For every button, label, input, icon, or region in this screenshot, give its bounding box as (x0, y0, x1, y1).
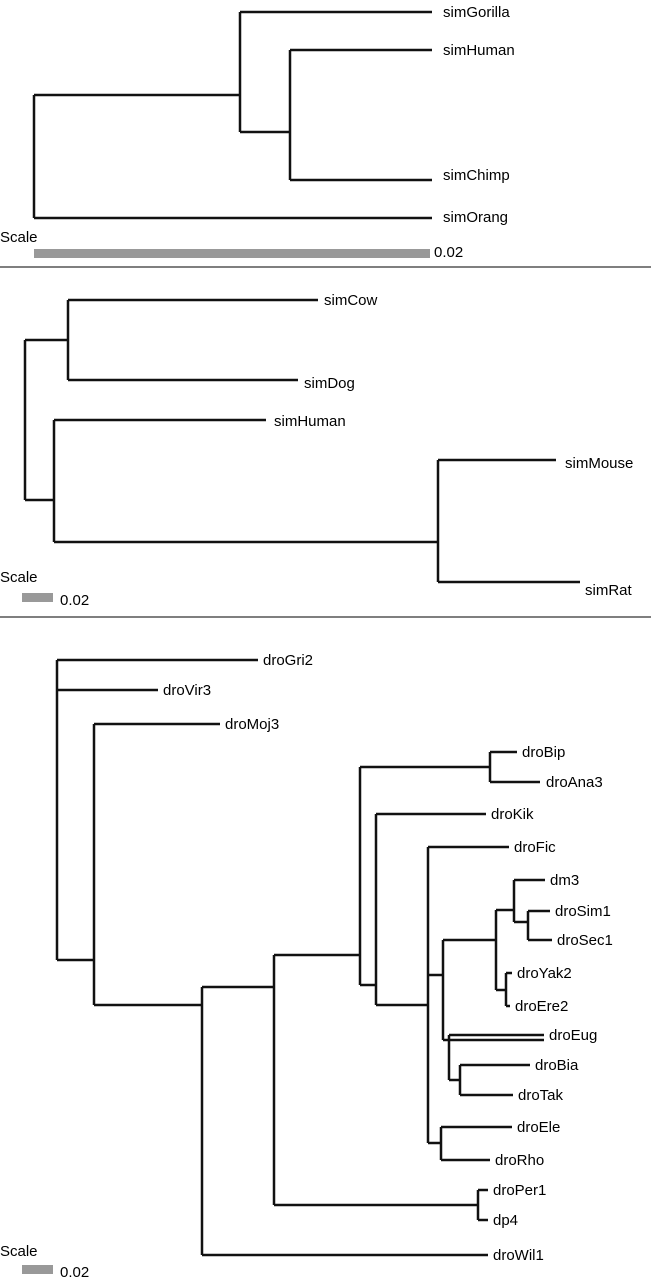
tree-panel-3: droGri2 droVir3 droMoj3 droBip droAna3 d… (0, 652, 613, 1280)
tree-edges (55, 658, 552, 1257)
leaf-label: simOrang (443, 209, 508, 226)
leaf-label: droVir3 (163, 682, 211, 699)
leaf-label: droSec1 (557, 932, 613, 949)
leaf-label: droAna3 (546, 774, 603, 791)
leaf-label: droRho (495, 1152, 544, 1169)
scale-bar (34, 249, 430, 258)
leaf-label: simGorilla (443, 4, 510, 21)
leaf-label: simDog (304, 375, 355, 392)
scale-label: Scale (0, 569, 38, 586)
leaf-label: droGri2 (263, 652, 313, 669)
leaf-label: droPer1 (493, 1182, 546, 1199)
leaf-label: droYak2 (517, 965, 572, 982)
scale-value: 0.02 (434, 244, 463, 261)
leaf-label: simRat (585, 582, 633, 599)
scale-label: Scale (0, 229, 38, 246)
scale-bar (22, 593, 53, 602)
leaf-label: dm3 (550, 872, 579, 889)
leaf-label: simCow (324, 292, 378, 309)
tree-edges (23, 298, 580, 584)
leaf-label: droEug (549, 1027, 597, 1044)
leaf-label: droEle (517, 1119, 560, 1136)
leaf-label: droWil1 (493, 1247, 544, 1264)
scale-value: 0.02 (60, 1264, 89, 1280)
leaf-label: dp4 (493, 1212, 518, 1229)
scale-label: Scale (0, 1243, 38, 1260)
leaf-label: simHuman (274, 413, 346, 430)
leaf-label: droEre2 (515, 998, 568, 1015)
leaf-label: droTak (518, 1087, 564, 1104)
leaf-label: simMouse (565, 455, 633, 472)
leaf-label: droSim1 (555, 903, 611, 920)
leaf-label: simHuman (443, 42, 515, 59)
tree-panel-2: simCow simDog simHuman simMouse simRat S… (0, 292, 633, 609)
leaf-label: simChimp (443, 167, 510, 184)
scale-value: 0.02 (60, 592, 89, 609)
leaf-label: droMoj3 (225, 716, 279, 733)
tree-edges (32, 10, 432, 220)
leaf-label: droFic (514, 839, 556, 856)
scale-bar (22, 1265, 53, 1274)
leaf-label: droKik (491, 806, 534, 823)
tree-panel-1: simGorilla simHuman simChimp simOrang Sc… (0, 4, 515, 261)
leaf-label: droBia (535, 1057, 579, 1074)
leaf-label: droBip (522, 744, 565, 761)
